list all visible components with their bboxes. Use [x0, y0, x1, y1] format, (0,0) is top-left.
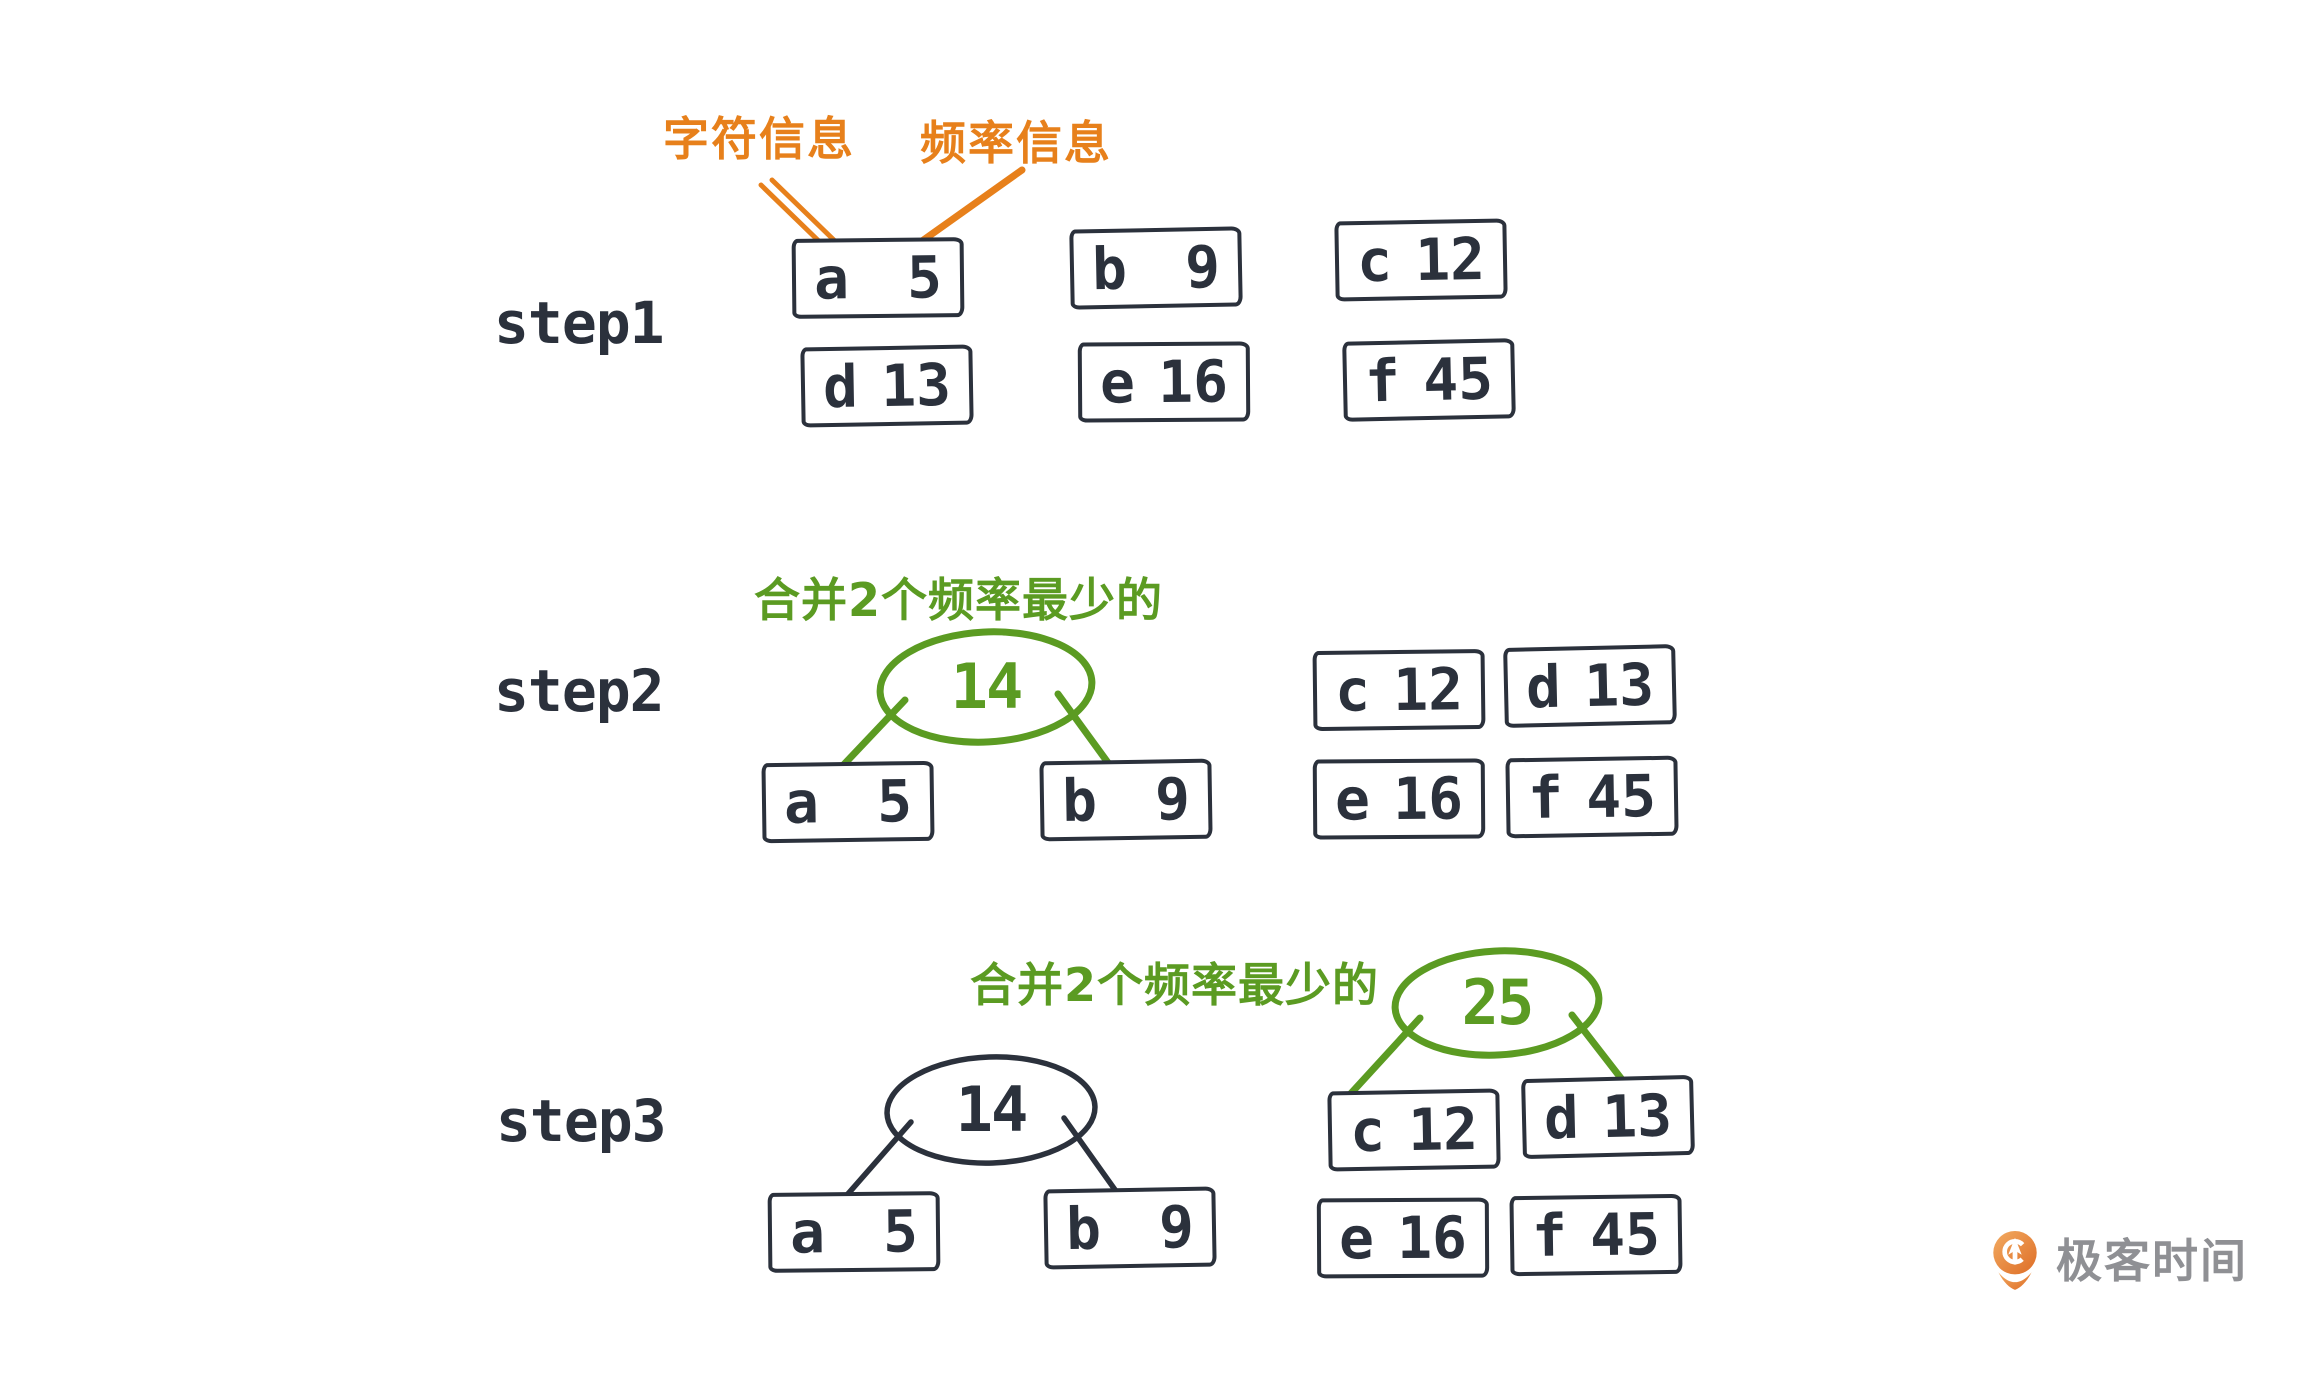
- node-box-d: d 13: [1503, 644, 1677, 728]
- node-char: c: [1349, 1096, 1386, 1166]
- node-char: d: [822, 352, 859, 422]
- step3-prev-merge-value: 14: [955, 1073, 1029, 1146]
- node-char: f: [1531, 1201, 1568, 1270]
- node-char: a: [783, 768, 820, 837]
- node-char: f: [1527, 763, 1564, 833]
- step3-label: step3: [496, 1087, 667, 1155]
- node-freq: 45: [1585, 761, 1657, 832]
- node-char: f: [1364, 346, 1401, 416]
- node-box-c: c 12: [1334, 218, 1508, 302]
- node-freq: 12: [1407, 1094, 1479, 1165]
- node-box-d: d 13: [800, 344, 974, 428]
- node-freq: 13: [1583, 650, 1655, 721]
- node-freq: 13: [1601, 1081, 1673, 1152]
- freq-pointer-line: [911, 166, 1026, 250]
- node-char: a: [813, 244, 850, 313]
- node-box-f: f 45: [1342, 338, 1516, 422]
- node-freq: 5: [906, 243, 943, 312]
- step3-merge-value: 25: [1461, 966, 1535, 1039]
- node-freq: 5: [882, 1197, 919, 1266]
- node-box-c: c 12: [1327, 1088, 1501, 1172]
- node-box-d: d 13: [1521, 1074, 1695, 1160]
- step2-merge-caption: 合并2个频率最少的: [754, 573, 1164, 627]
- node-char: b: [1091, 234, 1128, 304]
- step2-merge-value: 14: [950, 650, 1024, 723]
- node-box-f: f 45: [1509, 1193, 1683, 1277]
- node-freq: 12: [1414, 224, 1486, 295]
- node-char: e: [1099, 348, 1136, 417]
- geektime-logo: 极客时间: [1990, 1230, 2248, 1292]
- node-freq: 16: [1157, 347, 1229, 417]
- node-freq: 16: [1396, 1203, 1468, 1273]
- node-char: d: [1525, 652, 1562, 722]
- node-freq: 9: [1154, 764, 1191, 834]
- node-freq: 12: [1392, 655, 1464, 725]
- node-box-e: e 16: [1077, 341, 1251, 423]
- step2-label: step2: [494, 657, 665, 725]
- char-pointer-line: [769, 177, 841, 247]
- node-char: b: [1061, 766, 1098, 836]
- node-freq: 16: [1392, 764, 1464, 834]
- char-info-label: 字符信息: [663, 112, 855, 166]
- node-char: c: [1356, 226, 1393, 296]
- node-char: c: [1334, 656, 1371, 725]
- node-box-c: c 12: [1312, 648, 1486, 732]
- node-freq: 45: [1422, 344, 1494, 415]
- node-char: e: [1338, 1204, 1375, 1273]
- node-freq: 9: [1158, 1192, 1195, 1262]
- node-freq: 45: [1589, 1200, 1661, 1270]
- step1-label: step1: [494, 289, 665, 357]
- geektime-logo-icon: [1993, 1231, 2037, 1290]
- node-char: b: [1065, 1194, 1102, 1264]
- node-box-e: e 16: [1312, 758, 1486, 840]
- node-freq: 5: [876, 767, 913, 836]
- node-freq: 13: [880, 350, 952, 421]
- node-char: d: [1543, 1083, 1580, 1153]
- node-char: a: [789, 1198, 826, 1267]
- node-char: e: [1334, 765, 1371, 834]
- node-box-e: e 16: [1316, 1197, 1490, 1279]
- geektime-logo-text: 极客时间: [2056, 1234, 2248, 1288]
- freq-info-label: 频率信息: [920, 116, 1112, 170]
- node-box-f: f 45: [1505, 755, 1679, 839]
- step3-merge-caption: 合并2个频率最少的: [970, 958, 1380, 1012]
- node-freq: 9: [1184, 232, 1221, 302]
